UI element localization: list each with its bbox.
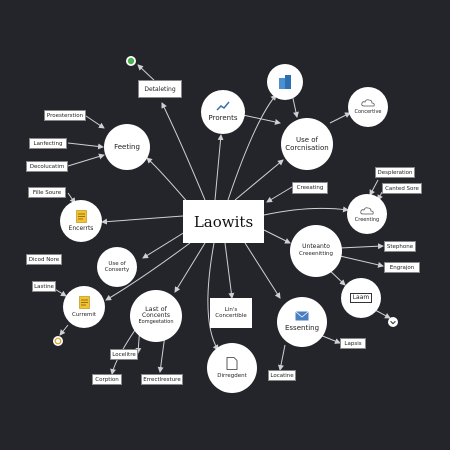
label-canted-sore[interactable]: Canted Sore xyxy=(382,183,422,194)
node-label-line2: Creeenitting xyxy=(299,251,333,258)
node-lins-concertible[interactable]: Lin's Concertible xyxy=(210,298,252,328)
label-decolucatim[interactable]: Decolucatim xyxy=(26,161,68,172)
node-feeting[interactable]: Feeting xyxy=(104,124,150,170)
sun-icon xyxy=(54,337,62,345)
link-unteanto-engrajon xyxy=(339,255,384,268)
label-proesterstion[interactable]: Proesterstion xyxy=(44,110,86,121)
link-desple-creenting xyxy=(369,179,379,196)
link-hub-creenting xyxy=(263,206,349,216)
node-label-line2: Corcnisation xyxy=(285,144,329,152)
notes-icon xyxy=(78,296,90,309)
label-lastine[interactable]: Lastine xyxy=(32,281,56,292)
link-hub-detaleting xyxy=(161,102,206,201)
link-corcn-concertive xyxy=(329,112,351,124)
link-hub-unteanto xyxy=(263,229,291,244)
label-despleration[interactable]: Despleration xyxy=(375,167,415,178)
link-hub-banks xyxy=(227,94,277,201)
node-label-line2: Concertible xyxy=(215,313,247,319)
node-creenting[interactable]: Creenting xyxy=(347,194,387,234)
label-errectlresture[interactable]: Errectlresture xyxy=(141,374,183,385)
label-detaleting[interactable]: Detaleting xyxy=(138,80,182,98)
link-creeating-hub xyxy=(266,186,293,203)
label-locelitre[interactable]: Locelitre xyxy=(110,349,138,360)
link-essenting-locatine xyxy=(278,344,286,371)
link-hub-encerrts xyxy=(101,215,184,225)
tiny-orange-node xyxy=(53,336,63,346)
node-last-of-concents[interactable]: Last of Concents Eomgeetation xyxy=(130,290,182,342)
link-hub-conserty xyxy=(142,231,186,259)
label-corption[interactable]: Corption xyxy=(92,374,122,385)
link-curremit-tiny xyxy=(59,324,69,336)
link-decol-feeting xyxy=(67,153,105,167)
link-hub-corcnisation xyxy=(234,159,284,201)
label-creeating[interactable]: Creeating xyxy=(292,182,328,194)
node-label-line2: Concents xyxy=(142,312,170,320)
link-proest-feeting xyxy=(85,115,105,129)
link-hub-essenting xyxy=(244,242,281,299)
cloud-icon xyxy=(361,99,375,107)
link-hub-lins xyxy=(224,242,235,299)
tiny-check-node xyxy=(388,317,398,327)
cloud-upload-icon xyxy=(360,206,374,215)
node-unteanto[interactable]: Unteanto Creeenitting xyxy=(290,225,342,277)
node-curremit[interactable]: Curremit xyxy=(63,286,105,328)
link-hub-lastof xyxy=(174,242,206,293)
node-label: Concertive xyxy=(354,109,382,116)
node-label-line2: Conserty xyxy=(104,267,130,273)
node-label: Prorents xyxy=(208,114,238,123)
link-lanfect-feeting xyxy=(67,142,104,150)
label-lanfecting[interactable]: Lanfecting xyxy=(29,138,67,149)
link-hub-prorents xyxy=(214,134,224,201)
node-label-line1: Last of xyxy=(145,304,167,313)
node-label-line1: Unteanto xyxy=(302,243,330,251)
link-laam-tiny xyxy=(374,309,391,319)
node-label: Dirregdent xyxy=(217,372,247,379)
node-label: Feeting xyxy=(114,142,140,151)
link-hub-dirregdent xyxy=(207,242,219,351)
label-stephone[interactable]: Stephone xyxy=(384,241,416,252)
label-file-soure[interactable]: Fille Soure xyxy=(28,187,66,198)
node-use-of-conserty[interactable]: Use of Conserty xyxy=(97,247,137,287)
node-label-line1: Use of xyxy=(108,260,126,267)
node-label: Laam xyxy=(349,292,373,304)
chart-trend-icon xyxy=(216,101,230,111)
node-dirregdent[interactable]: Dirregdent xyxy=(207,343,257,393)
node-prorents[interactable]: Prorents xyxy=(201,90,245,134)
label-engrajon[interactable]: Engrajon xyxy=(384,262,420,273)
status-dot-icon xyxy=(127,57,135,65)
node-banks[interactable] xyxy=(267,64,303,100)
node-label-line1: Lin's xyxy=(224,307,238,313)
node-laam[interactable]: Laam xyxy=(341,278,381,318)
node-label: Curremit xyxy=(71,311,97,318)
link-essenting-lapsis xyxy=(319,334,341,344)
node-encerrts[interactable]: Encerrts xyxy=(60,200,102,242)
link-hub-curremit xyxy=(105,242,191,301)
link-hub-feeting xyxy=(146,157,191,206)
node-label-line1: Use of xyxy=(295,135,319,144)
link-lastof-errect xyxy=(157,334,166,373)
node-label-line3: Eomgeetation xyxy=(138,319,174,326)
node-label: Essenting xyxy=(284,324,320,333)
document-icon xyxy=(75,209,87,223)
buildings-icon xyxy=(279,75,291,89)
label-locatine[interactable]: Locatine xyxy=(268,370,296,381)
link-unteanto-stephone xyxy=(339,243,384,250)
tiny-green-node xyxy=(126,56,136,66)
file-icon xyxy=(226,356,238,370)
mail-icon xyxy=(295,311,309,321)
label-dicod-nore[interactable]: Dicod Nore xyxy=(26,254,62,265)
node-essenting[interactable]: Essenting xyxy=(277,297,327,347)
central-topic[interactable]: Laowits xyxy=(183,200,264,243)
link-prorents-corcn xyxy=(242,114,281,125)
label-lapsis[interactable]: Lapsis xyxy=(340,338,366,349)
chevron-down-icon xyxy=(390,320,396,325)
node-label: Creenting xyxy=(354,216,380,223)
node-use-of-corcnisation[interactable]: Use of Corcnisation xyxy=(281,118,333,170)
node-concertive[interactable]: Concertive xyxy=(348,87,388,127)
node-label: Encerrts xyxy=(68,224,94,232)
